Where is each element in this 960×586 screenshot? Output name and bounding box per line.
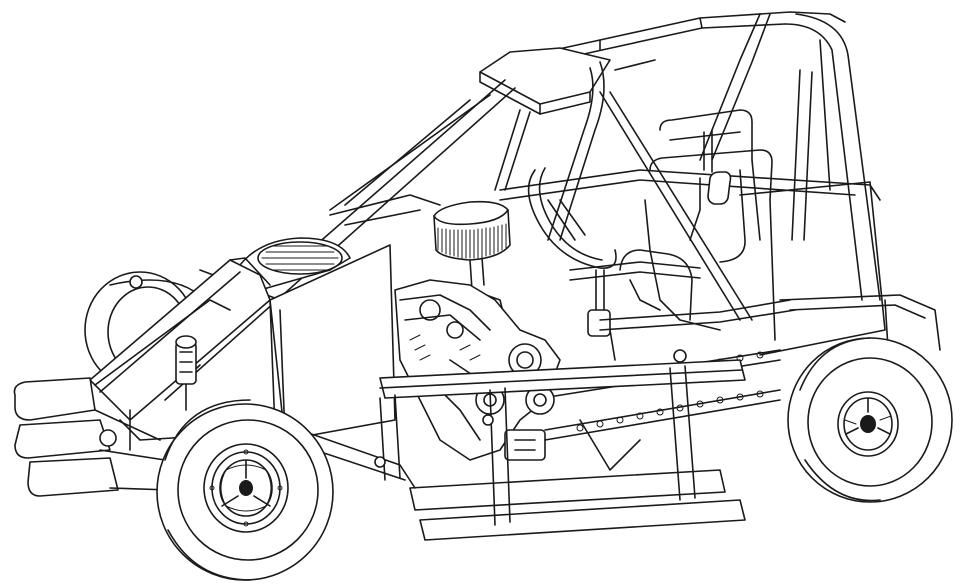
- roll-cage: [149, 11, 881, 401]
- fittings: [129, 275, 687, 468]
- drive-chain: [525, 349, 781, 441]
- front-shock: [99, 335, 197, 447]
- rear-right-wheel: [787, 337, 953, 503]
- front-bumper: [13, 377, 171, 497]
- driver-seat: [619, 109, 773, 331]
- steering-wheel: [527, 167, 617, 269]
- nerf-bar: [299, 269, 746, 541]
- side-panel: [329, 169, 886, 356]
- air-filter-pleats: [437, 223, 507, 259]
- front-left-wheel: [156, 399, 334, 581]
- air-filter: [433, 200, 511, 321]
- rear-frame: [569, 261, 941, 381]
